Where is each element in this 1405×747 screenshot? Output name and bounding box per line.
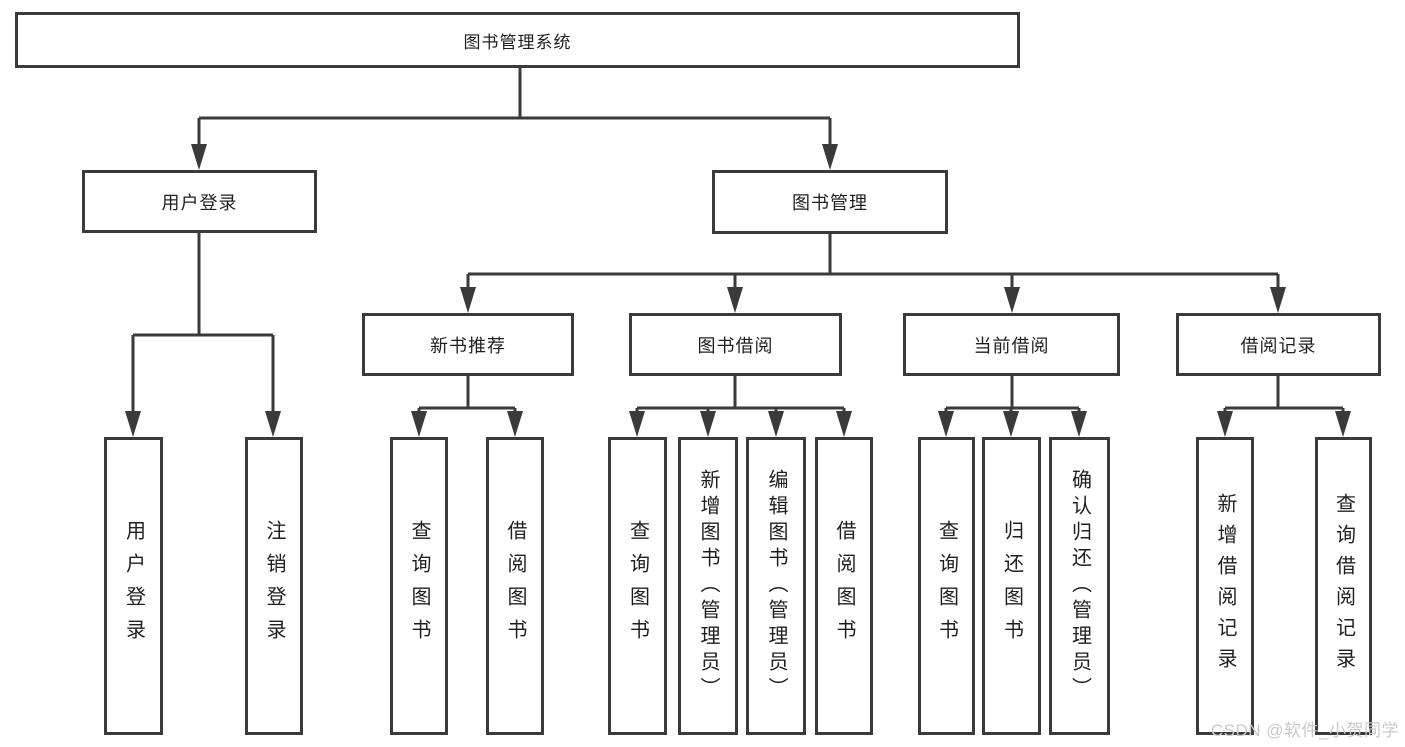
node-query-borrow-record: 查询借阅记录 <box>1315 437 1372 735</box>
node-book-borrowing: 图书借阅 <box>629 313 842 376</box>
arrowheads <box>125 144 1351 437</box>
node-add-borrow-record: 新增借阅记录 <box>1196 437 1254 735</box>
node-add-books-admin: 新增图书（管理员） <box>678 437 738 735</box>
node-library-management-system: 图书管理系统 <box>15 12 1020 68</box>
node-new-book-recommendation: 新书推荐 <box>362 313 574 376</box>
node-borrow-books: 借阅图书 <box>815 437 873 735</box>
node-user-login-group: 用户登录 <box>82 170 317 233</box>
node-query-books-current: 查询图书 <box>918 437 975 735</box>
node-book-management: 图书管理 <box>712 170 948 234</box>
node-edit-books-admin: 编辑图书（管理员） <box>746 437 806 735</box>
watermark-text: CSDN @软件_小贺同学 <box>1210 721 1399 740</box>
node-borrow-books-recommend: 借阅图书 <box>486 437 544 735</box>
node-logout: 注销登录 <box>245 437 303 735</box>
node-confirm-return-admin: 确认归还（管理员） <box>1049 437 1110 735</box>
node-borrowing-records: 借阅记录 <box>1176 313 1381 376</box>
node-return-books: 归还图书 <box>982 437 1041 735</box>
node-current-borrowing: 当前借阅 <box>903 313 1120 376</box>
node-query-books-recommend: 查询图书 <box>390 437 448 735</box>
node-user-login: 用户登录 <box>104 437 163 735</box>
node-query-books-borrow: 查询图书 <box>608 437 667 735</box>
